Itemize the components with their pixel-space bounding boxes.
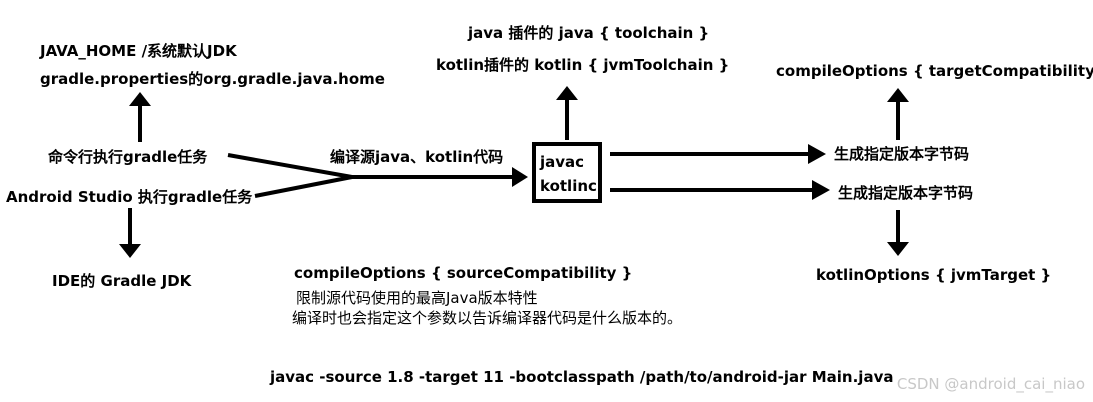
java-home-label: JAVA_HOME /系统默认JDK [40,42,237,60]
line-cmd-to-merge [227,153,353,179]
javac-label: javac [540,153,585,171]
arrowhead-jvm-target [887,242,909,256]
java-toolchain-label: java 插件的 java { toolchain } [468,24,710,42]
arrowhead-toolchain [556,86,578,100]
ide-gradle-jdk-label: IDE的 Gradle JDK [52,272,192,290]
source-note-2: 编译时也会指定这个参数以告诉编译器代码是什么版本的。 [292,309,683,327]
arrowhead-target-compat [887,88,909,102]
gen-bytecode-label-2: 生成指定版本字节码 [838,184,974,202]
arrowhead-ide-jdk [119,244,141,258]
arrowhead-java-home [129,92,151,106]
arrowhead-bytecode-2 [812,180,830,200]
kotlinc-label: kotlinc [540,177,597,195]
cmd-gradle-task-label: 命令行执行gradle任务 [48,148,208,166]
jvm-target-label: kotlinOptions { jvmTarget } [816,266,1052,284]
source-note-1: 限制源代码使用的最高Java版本特性 [296,289,538,307]
arrowhead-javac [512,167,528,187]
watermark: CSDN @android_cai_niao [896,375,1085,393]
source-compat-label: compileOptions { sourceCompatibility } [294,264,633,282]
as-gradle-task-label: Android Studio 执行gradle任务 [6,188,253,206]
line-as-to-merge [254,175,353,198]
target-compat-label: compileOptions { targetCompatibility } [776,62,1093,80]
gen-bytecode-label-1: 生成指定版本字节码 [834,145,970,163]
gradle-properties-label: gradle.properties的org.gradle.java.home [40,70,385,88]
arrowhead-bytecode-1 [808,144,826,164]
compile-source-label: 编译源java、kotlin代码 [330,148,504,166]
kotlin-toolchain-label: kotlin插件的 kotlin { jvmToolchain } [436,56,730,74]
compiler-box: javac kotlinc [532,142,602,203]
javac-command-label: javac -source 1.8 -target 11 -bootclassp… [270,368,894,386]
